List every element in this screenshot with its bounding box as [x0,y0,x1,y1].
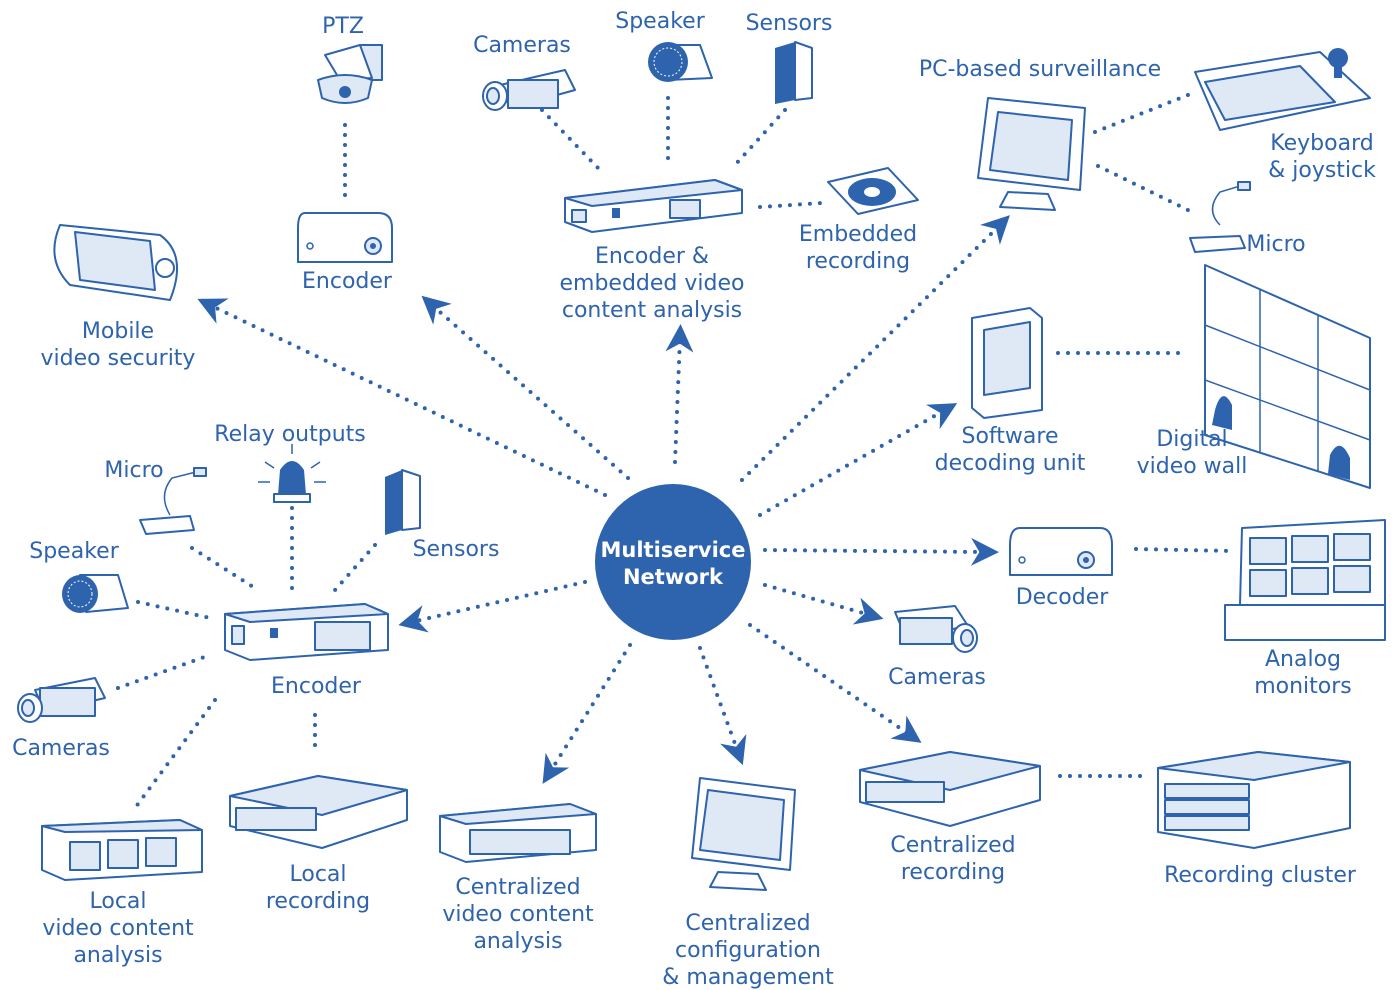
link-pc-surveillance [740,215,1010,482]
hub-circle [595,484,751,640]
label-ptz: PTZ [322,14,364,39]
link-mobile [197,298,607,497]
label-sw-decoding-1: Software [962,424,1059,449]
label-cameras-right: Cameras [888,665,986,690]
label-central-vca-1: Centralized [455,875,580,900]
video-wall-icon [1204,264,1371,489]
ptz-camera-icon [317,44,383,104]
label-central-vca-3: analysis [473,929,562,954]
label-local-rec-2: recording [266,889,370,914]
label-speaker-top: Speaker [615,9,705,34]
door-sensor-icon-left [385,469,421,535]
label-encoder-top: Encoder [302,269,393,294]
hub-label-line1: Multiservice [601,538,746,562]
link-central-cfg [698,646,747,766]
link-sw-decoding [758,403,958,517]
label-central-cfg-2: configuration [675,938,821,963]
siren-light-icon [258,444,326,503]
link-encoder-top [421,295,630,480]
label-mobile-2: video security [41,346,196,371]
label-keyboard-2: & joystick [1268,158,1376,183]
label-speaker-left: Speaker [29,539,119,564]
label-encoder-vca-2: embedded video [560,271,745,296]
microphone-icon [1189,181,1251,253]
label-pc-surveillance: PC-based surveillance [919,57,1161,82]
label-local-vca-3: analysis [73,943,162,968]
speaker-icon [648,42,713,82]
box-camera-icon-left [17,677,106,723]
decoding-unit-icon [971,307,1043,419]
label-local-rec-1: Local [289,862,346,887]
box-camera-icon-right [894,605,978,653]
label-analog-1: Analog [1265,647,1341,672]
label-embedded-rec-2: recording [806,249,910,274]
link-cameras-right [763,583,884,625]
rack-encoder-icon [564,179,743,233]
link-central-vca [542,643,632,784]
encoder-box-icon [297,212,393,263]
secondary-connectors [116,93,1234,810]
label-mobile-1: Mobile [82,319,154,344]
keyboard-joystick-icon [1194,48,1371,131]
label-relay: Relay outputs [214,422,365,447]
server-icon-local-vca [41,819,203,881]
handheld-device-icon [53,224,178,301]
label-decoder: Decoder [1016,585,1110,610]
monitor-icon [977,97,1086,211]
speaker-icon-left [62,574,129,613]
label-micro-left: Micro [104,458,163,483]
label-encoder-vca-3: content analysis [562,298,742,323]
disc-recording-icon [827,167,919,215]
label-cameras-top: Cameras [473,33,571,58]
server-icon-rec-cluster [1157,751,1351,849]
box-camera-icon [482,69,576,111]
hub: Multiservice Network [595,484,751,640]
server-icon-central-rec [859,751,1041,827]
label-encoder-vca-1: Encoder & [595,244,709,269]
hub-connectors [197,215,1010,784]
label-central-rec-1: Centralized [890,833,1015,858]
monitor-icon-central-cfg [691,777,796,891]
label-keyboard-1: Keyboard [1270,131,1373,156]
label-cameras-left: Cameras [12,736,110,761]
label-central-vca-2: video content [442,902,594,927]
hub-label-line2: Network [623,565,724,589]
label-video-wall-1: Digital [1156,427,1227,452]
label-local-vca-2: video content [42,916,194,941]
server-icon-central-vca [439,803,597,863]
link-encoder-vca [665,324,694,464]
label-central-cfg-3: & management [662,965,834,990]
label-central-cfg-1: Centralized [685,911,810,936]
label-video-wall-2: video wall [1137,454,1248,479]
microphone-icon-left [139,467,207,535]
label-rec-cluster: Recording cluster [1164,863,1357,888]
label-central-rec-2: recording [901,860,1005,885]
rack-encoder-icon-left [224,603,389,661]
label-local-vca-1: Local [89,889,146,914]
label-sensors-left: Sensors [413,537,500,562]
label-encoder-left: Encoder [271,674,362,699]
door-sensor-icon [775,41,813,104]
label-embedded-rec-1: Embedded [799,222,917,247]
decoder-box-icon [1009,527,1113,576]
label-sensors-top: Sensors [746,11,833,36]
label-micro-right: Micro [1246,232,1305,257]
server-icon-local-rec [229,775,408,849]
link-decoder [763,537,999,566]
link-central-rec [748,623,922,743]
link-encoder-left [398,580,587,633]
analog-monitor-console-icon [1224,519,1386,641]
label-sw-decoding-2: decoding unit [935,451,1086,476]
label-analog-2: monitors [1254,674,1352,699]
